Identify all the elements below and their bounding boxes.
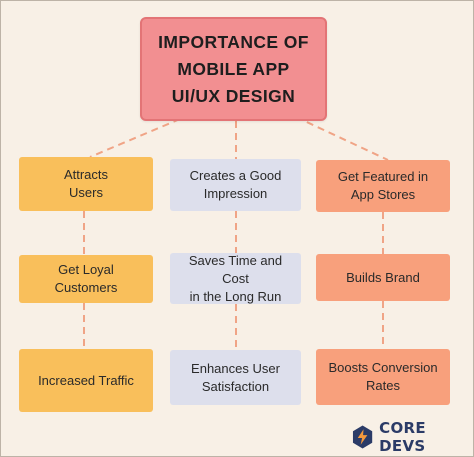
node-increased-traffic: Increased Traffic [19, 349, 153, 412]
node-saves-time-and-cost: Saves Time and Cost in the Long Run [170, 253, 301, 304]
connector-title-col1 [89, 118, 181, 158]
brand-logo: CORE DEVS [352, 419, 474, 455]
node-boosts-conversion: Boosts Conversion Rates [316, 349, 450, 405]
brand-name: CORE DEVS [379, 419, 426, 455]
connector-title-col3 [295, 116, 389, 161]
node-get-loyal-customers: Get Loyal Customers [19, 255, 153, 303]
node-enhances-user-satisfaction: Enhances User Satisfaction [170, 350, 301, 405]
node-get-featured: Get Featured in App Stores [316, 160, 450, 212]
node-attracts-users: Attracts Users [19, 157, 153, 211]
node-creates-good-impression: Creates a Good Impression [170, 159, 301, 211]
diagram-title: IMPORTANCE OF MOBILE APP UI/UX DESIGN [140, 17, 327, 121]
node-builds-brand: Builds Brand [316, 254, 450, 301]
core-devs-logo-icon [352, 425, 373, 449]
